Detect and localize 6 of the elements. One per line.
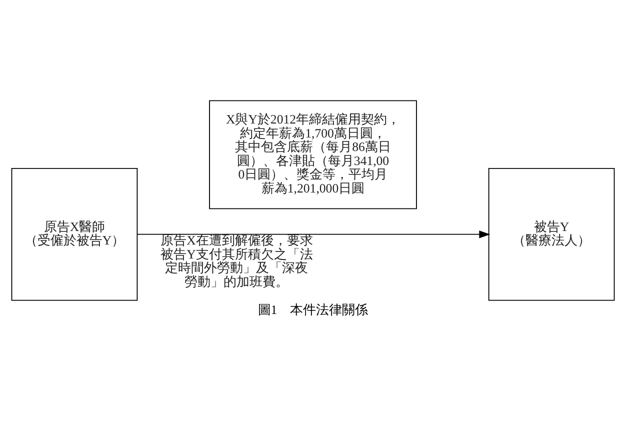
caption: 圖1 本件法律關係 [258,302,368,317]
node-box: 被告Y （醫療法人） [488,167,615,300]
node-box: X與Y於2012年締結僱用契約，約定年薪為1,700萬日圓，其中包含底薪（每月86萬日圓）、各津貼（每月341,000日圓）、獎金等，平均月薪為1,201,000日圓 [209,100,417,209]
edge-label: 原告X在遭到解僱後，要求被告Y支付其所積欠之「法定時間外勞動」及「深夜勞動」的加班費。 [160,233,313,288]
arrow [136,230,490,238]
node-box: 原告X醫師 （受僱於被告Y） [11,167,138,300]
